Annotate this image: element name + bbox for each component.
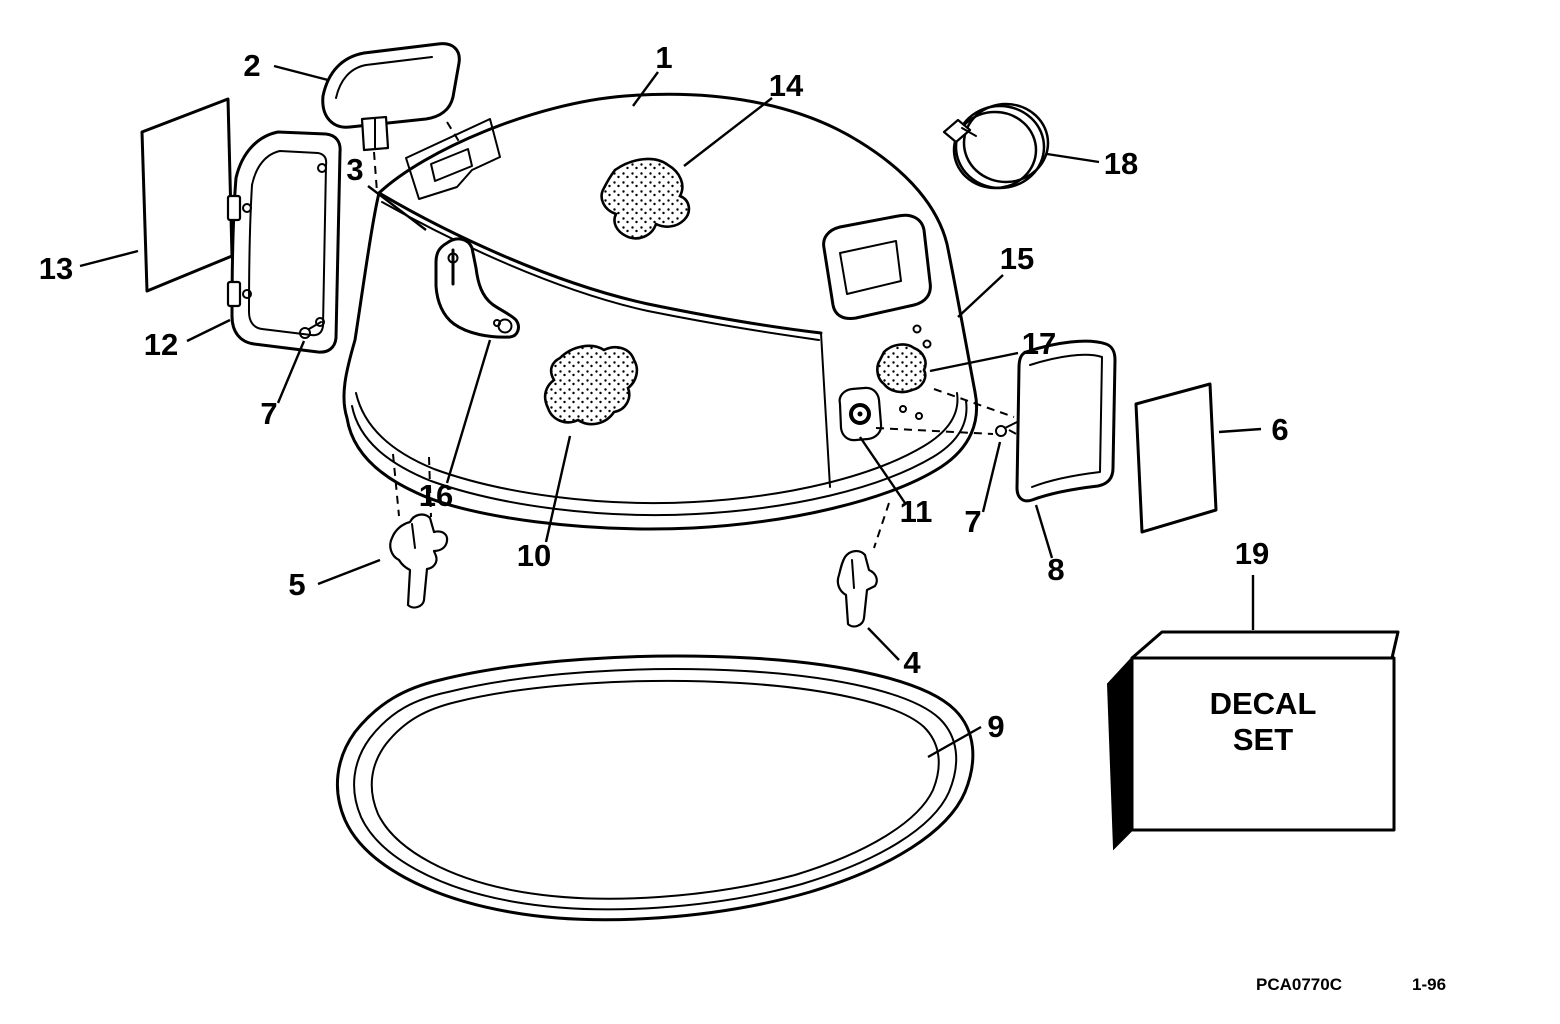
alignment-dash-fastener [875, 427, 994, 435]
leader-10 [544, 435, 572, 543]
callout-9: 9 [987, 709, 1004, 744]
leader-4 [867, 627, 900, 661]
alignment-dash-sponge-side [933, 388, 1015, 418]
decal-box-top [1130, 630, 1400, 660]
callout-16: 16 [419, 478, 453, 513]
callout-15: 15 [1000, 241, 1034, 276]
callout-19: 19 [1235, 536, 1269, 571]
cowl-side-crease [820, 332, 831, 488]
part-side-cover-right [1015, 339, 1117, 503]
decal-box-label-line1: DECAL [1210, 686, 1317, 721]
callout-4: 4 [903, 645, 921, 680]
callout-2: 2 [243, 48, 260, 83]
part-latch-cover [321, 42, 469, 193]
callout-11: 11 [900, 494, 933, 529]
decal-box-label-line2: SET [1233, 722, 1293, 757]
decal-box-front [1130, 656, 1396, 832]
leader-18 [1046, 152, 1100, 164]
callout-labels: 1 2 3 4 5 6 7 7 8 9 10 11 12 13 14 15 16… [39, 40, 1289, 744]
leader-15 [957, 274, 1004, 318]
leader-7a [276, 340, 306, 404]
part-screw-left [299, 321, 322, 339]
leader-1 [632, 71, 659, 107]
part-decal-set-box: DECAL SET [1106, 630, 1400, 851]
leader-12 [186, 318, 231, 343]
callout-7a: 7 [260, 396, 277, 431]
alignment-dash-bracket-left-a [392, 453, 400, 517]
part-side-cover-left [226, 130, 342, 354]
cowl-flange-line-1 [355, 392, 959, 505]
leader-9 [927, 725, 982, 759]
part-sponge-seal-top [600, 157, 691, 240]
callout-13: 13 [39, 251, 73, 286]
footer-revision: 1-96 [1412, 975, 1446, 994]
alignment-dash-bracket-right [873, 502, 890, 549]
cowl-latch-notch [405, 118, 501, 200]
hinge-tab-top [226, 194, 242, 222]
alignment-dash-latch-cover-a [373, 151, 378, 193]
leader-2 [273, 64, 329, 82]
part-front-latch [434, 237, 520, 339]
leader-8 [1034, 504, 1054, 559]
part-decal-sheet-right [1134, 382, 1218, 534]
footer-doc-code: PCA0770C [1256, 975, 1342, 994]
decal-box-side [1106, 655, 1133, 851]
part-sponge-seal-side [876, 343, 927, 394]
callout-1: 1 [655, 40, 672, 75]
part-bracket-right [836, 502, 890, 628]
leader-3 [367, 185, 427, 231]
lanyard-clip [942, 118, 972, 144]
alignment-dash-screw-right [1008, 429, 1021, 437]
callout-5: 5 [288, 567, 305, 602]
callout-6: 6 [1271, 412, 1288, 447]
leader-13 [79, 249, 139, 268]
part-bracket-left [389, 453, 449, 609]
leader-17 [929, 351, 1019, 373]
callout-12: 12 [144, 327, 178, 362]
callout-7b: 7 [964, 504, 981, 539]
callout-14: 14 [769, 68, 804, 103]
leader-lines [79, 64, 1262, 759]
part-bottom-seal [335, 654, 975, 922]
cowl-flange-line-2 [351, 400, 968, 517]
part-screw-right [995, 421, 1018, 437]
leader-16 [445, 339, 492, 484]
leader-14 [683, 97, 773, 167]
leader-11 [859, 436, 906, 504]
cowl-handle-opening [822, 213, 932, 320]
callout-10: 10 [517, 538, 551, 573]
part-decal-sheet-left [140, 97, 234, 293]
callout-17: 17 [1022, 326, 1056, 361]
hinge-tab-bottom [226, 280, 242, 308]
leader-5 [317, 558, 381, 586]
cowl-top-crease [377, 191, 823, 335]
callout-3: 3 [346, 152, 363, 187]
callout-8: 8 [1047, 552, 1064, 587]
part-lanyard-coil [942, 102, 1050, 190]
footer: PCA0770C 1-96 [1256, 975, 1446, 994]
part-sponge-seal-front [543, 344, 639, 426]
leader-6 [1218, 427, 1262, 434]
part-side-fastener [838, 386, 883, 442]
alignment-dash-bracket-left-b [428, 456, 432, 518]
leader-7b [981, 441, 1002, 513]
callout-18: 18 [1104, 146, 1138, 181]
